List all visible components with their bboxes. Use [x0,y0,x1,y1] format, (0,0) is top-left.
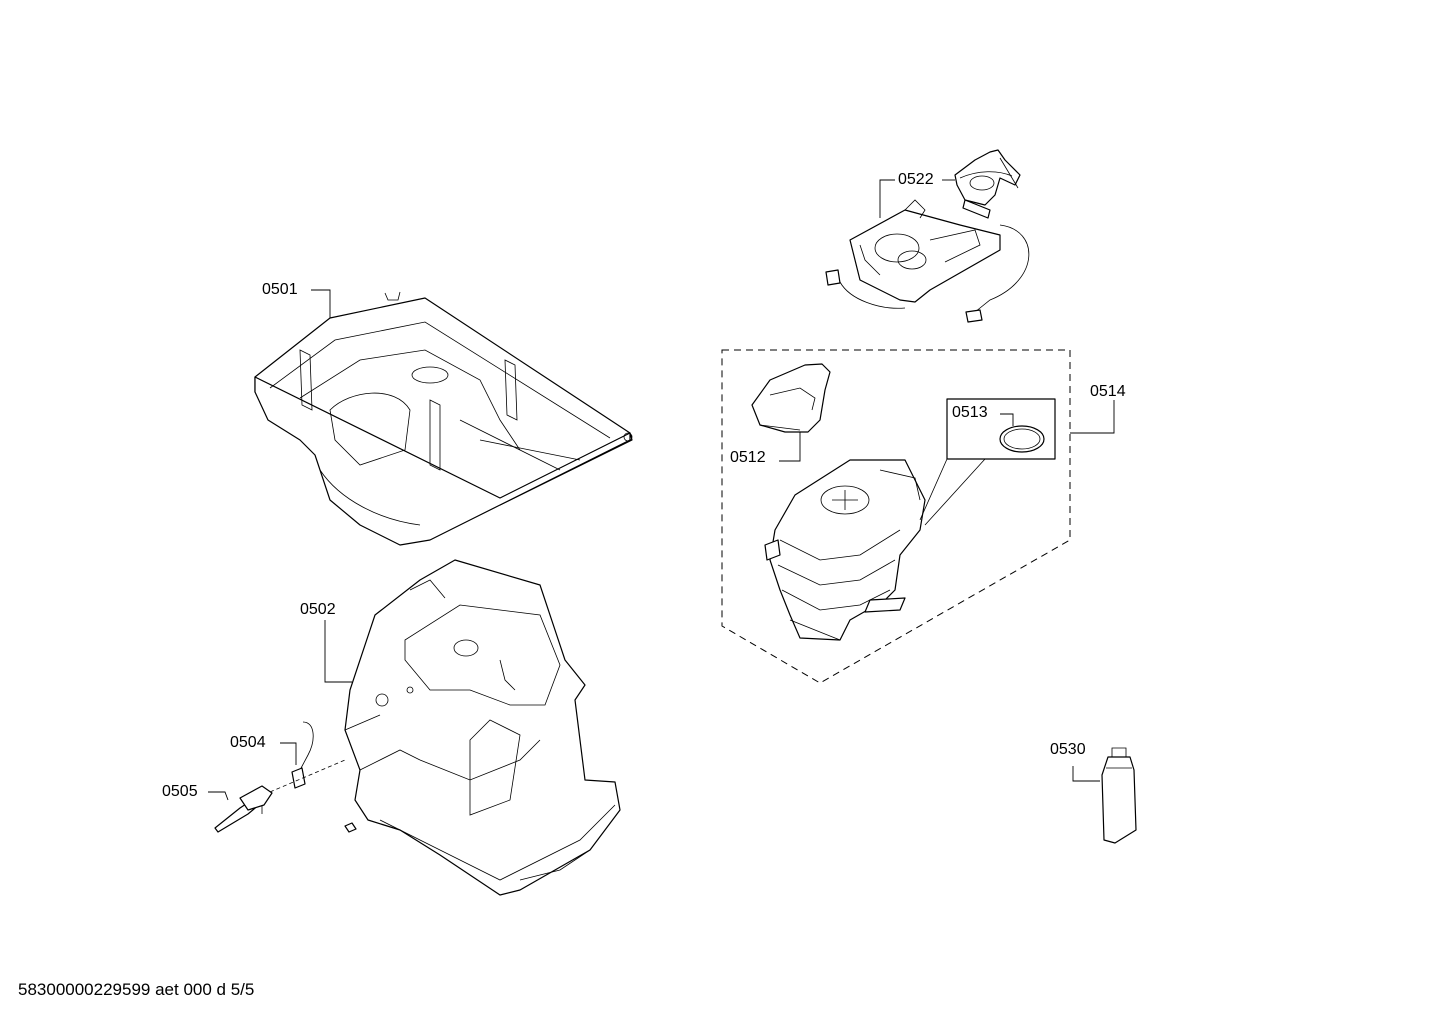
label-0513: 0513 [952,404,988,421]
label-0512: 0512 [730,449,766,466]
part-0512-cup[interactable] [751,363,831,433]
part-0530-grease-tube[interactable] [1101,747,1137,844]
part-0504-clip[interactable] [291,721,314,789]
label-0502: 0502 [300,601,336,618]
label-0530: 0530 [1050,741,1086,758]
label-0501: 0501 [262,281,298,298]
part-0502-base[interactable] [344,559,621,896]
part-brewing-unit[interactable] [764,459,926,641]
part-0522-drive-unit[interactable] [825,149,1030,323]
part-0505-sensor[interactable] [214,785,273,833]
part-pin[interactable] [344,822,357,833]
part-0501-frame[interactable] [254,291,633,546]
label-0522: 0522 [898,171,934,188]
label-0504: 0504 [230,734,266,751]
part-0514-group-outline [721,349,1071,684]
part-0513-seal-box[interactable] [946,398,1056,460]
label-0514: 0514 [1090,383,1126,400]
label-0505: 0505 [162,783,198,800]
document-footer-id: 58300000229599 aet 000 d 5/5 [18,980,255,999]
